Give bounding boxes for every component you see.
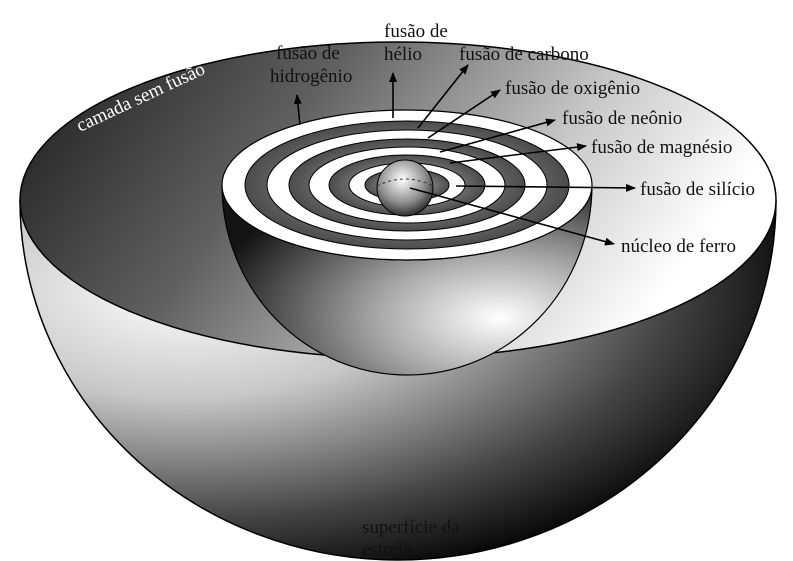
label-silicon-fusion: fusão de silício [640, 179, 755, 200]
label-hydrogen-fusion-line1: fusão de [276, 43, 340, 64]
label-neon-fusion: fusão de neônio [562, 108, 682, 129]
label-star-surface-line1: superfície da [362, 517, 460, 538]
label-helium-fusion-line1: fusão de [384, 21, 448, 42]
label-carbon-fusion: fusão de carbono [459, 44, 589, 65]
label-oxygen-fusion: fusão de oxigênio [505, 78, 640, 99]
label-star-surface-line2: estrela [362, 539, 412, 560]
label-helium-fusion-line2: hélio [384, 44, 422, 65]
label-magnesium-fusion: fusão de magnésio [591, 137, 732, 158]
iron-core [377, 160, 433, 216]
label-iron-core: núcleo de ferro [621, 236, 736, 257]
label-hydrogen-fusion-line2: hidrogênio [270, 66, 352, 87]
